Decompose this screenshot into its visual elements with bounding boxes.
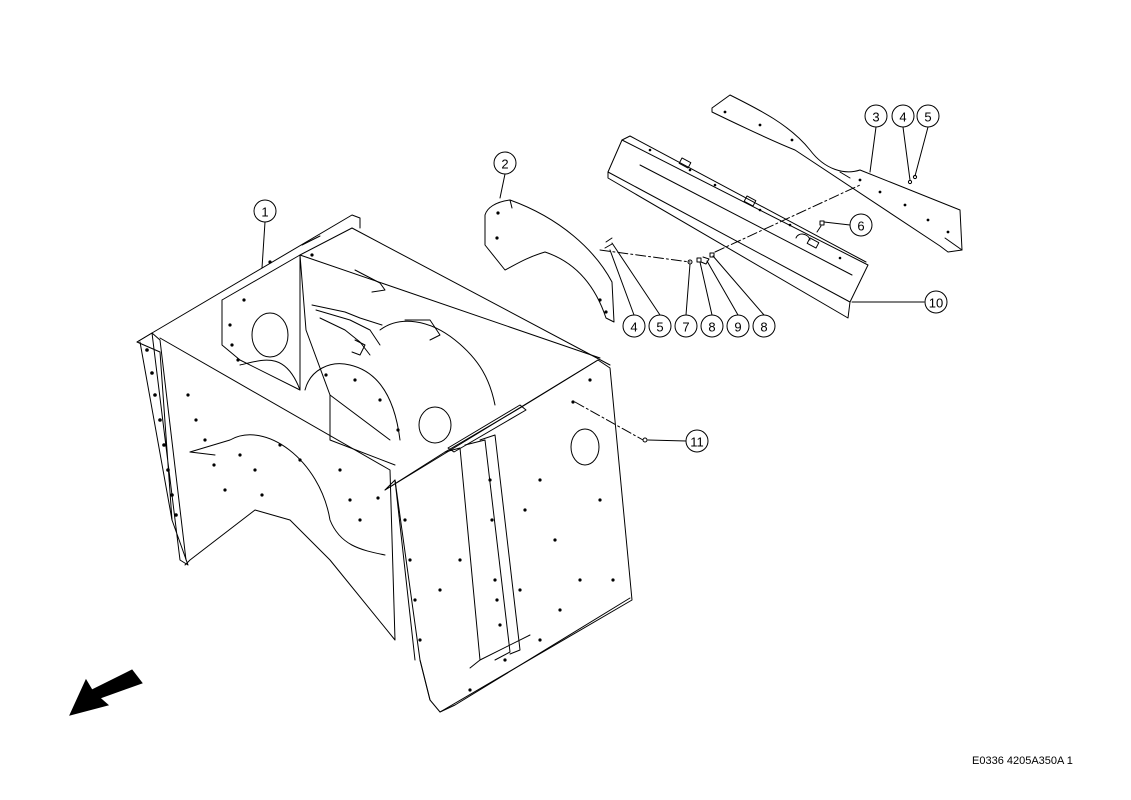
- callout-5-lower: 5: [656, 320, 663, 335]
- callout-10: 10: [929, 296, 943, 311]
- drawing-reference-code: E0336 4205A350A 1: [972, 755, 1073, 767]
- callout-8-second: 8: [760, 320, 767, 335]
- callout-leaders: [261, 126, 929, 442]
- deflector-channel: [607, 135, 869, 319]
- arrow-down-left-icon: [69, 669, 143, 716]
- curved-guard-panel: [484, 199, 615, 323]
- main-frame-assembly: [136, 214, 633, 713]
- callout-7: 7: [682, 320, 689, 335]
- callout-circles: [253, 104, 948, 453]
- callout-4-top: 4: [899, 110, 906, 125]
- callout-8-first: 8: [708, 320, 715, 335]
- frame-holes: [145, 253, 615, 692]
- callout-6: 6: [857, 219, 864, 234]
- callout-9: 9: [734, 320, 741, 335]
- callout-3: 3: [872, 110, 879, 125]
- callout-5-top: 5: [924, 110, 931, 125]
- callout-11: 11: [690, 435, 704, 450]
- assembly-centerlines: [574, 184, 861, 441]
- upper-cover-panel: [711, 94, 963, 253]
- callout-4-lower: 4: [630, 320, 637, 335]
- callout-1: 1: [261, 205, 268, 220]
- callout-2: 2: [501, 157, 508, 172]
- hardware-fasteners: [604, 174, 918, 443]
